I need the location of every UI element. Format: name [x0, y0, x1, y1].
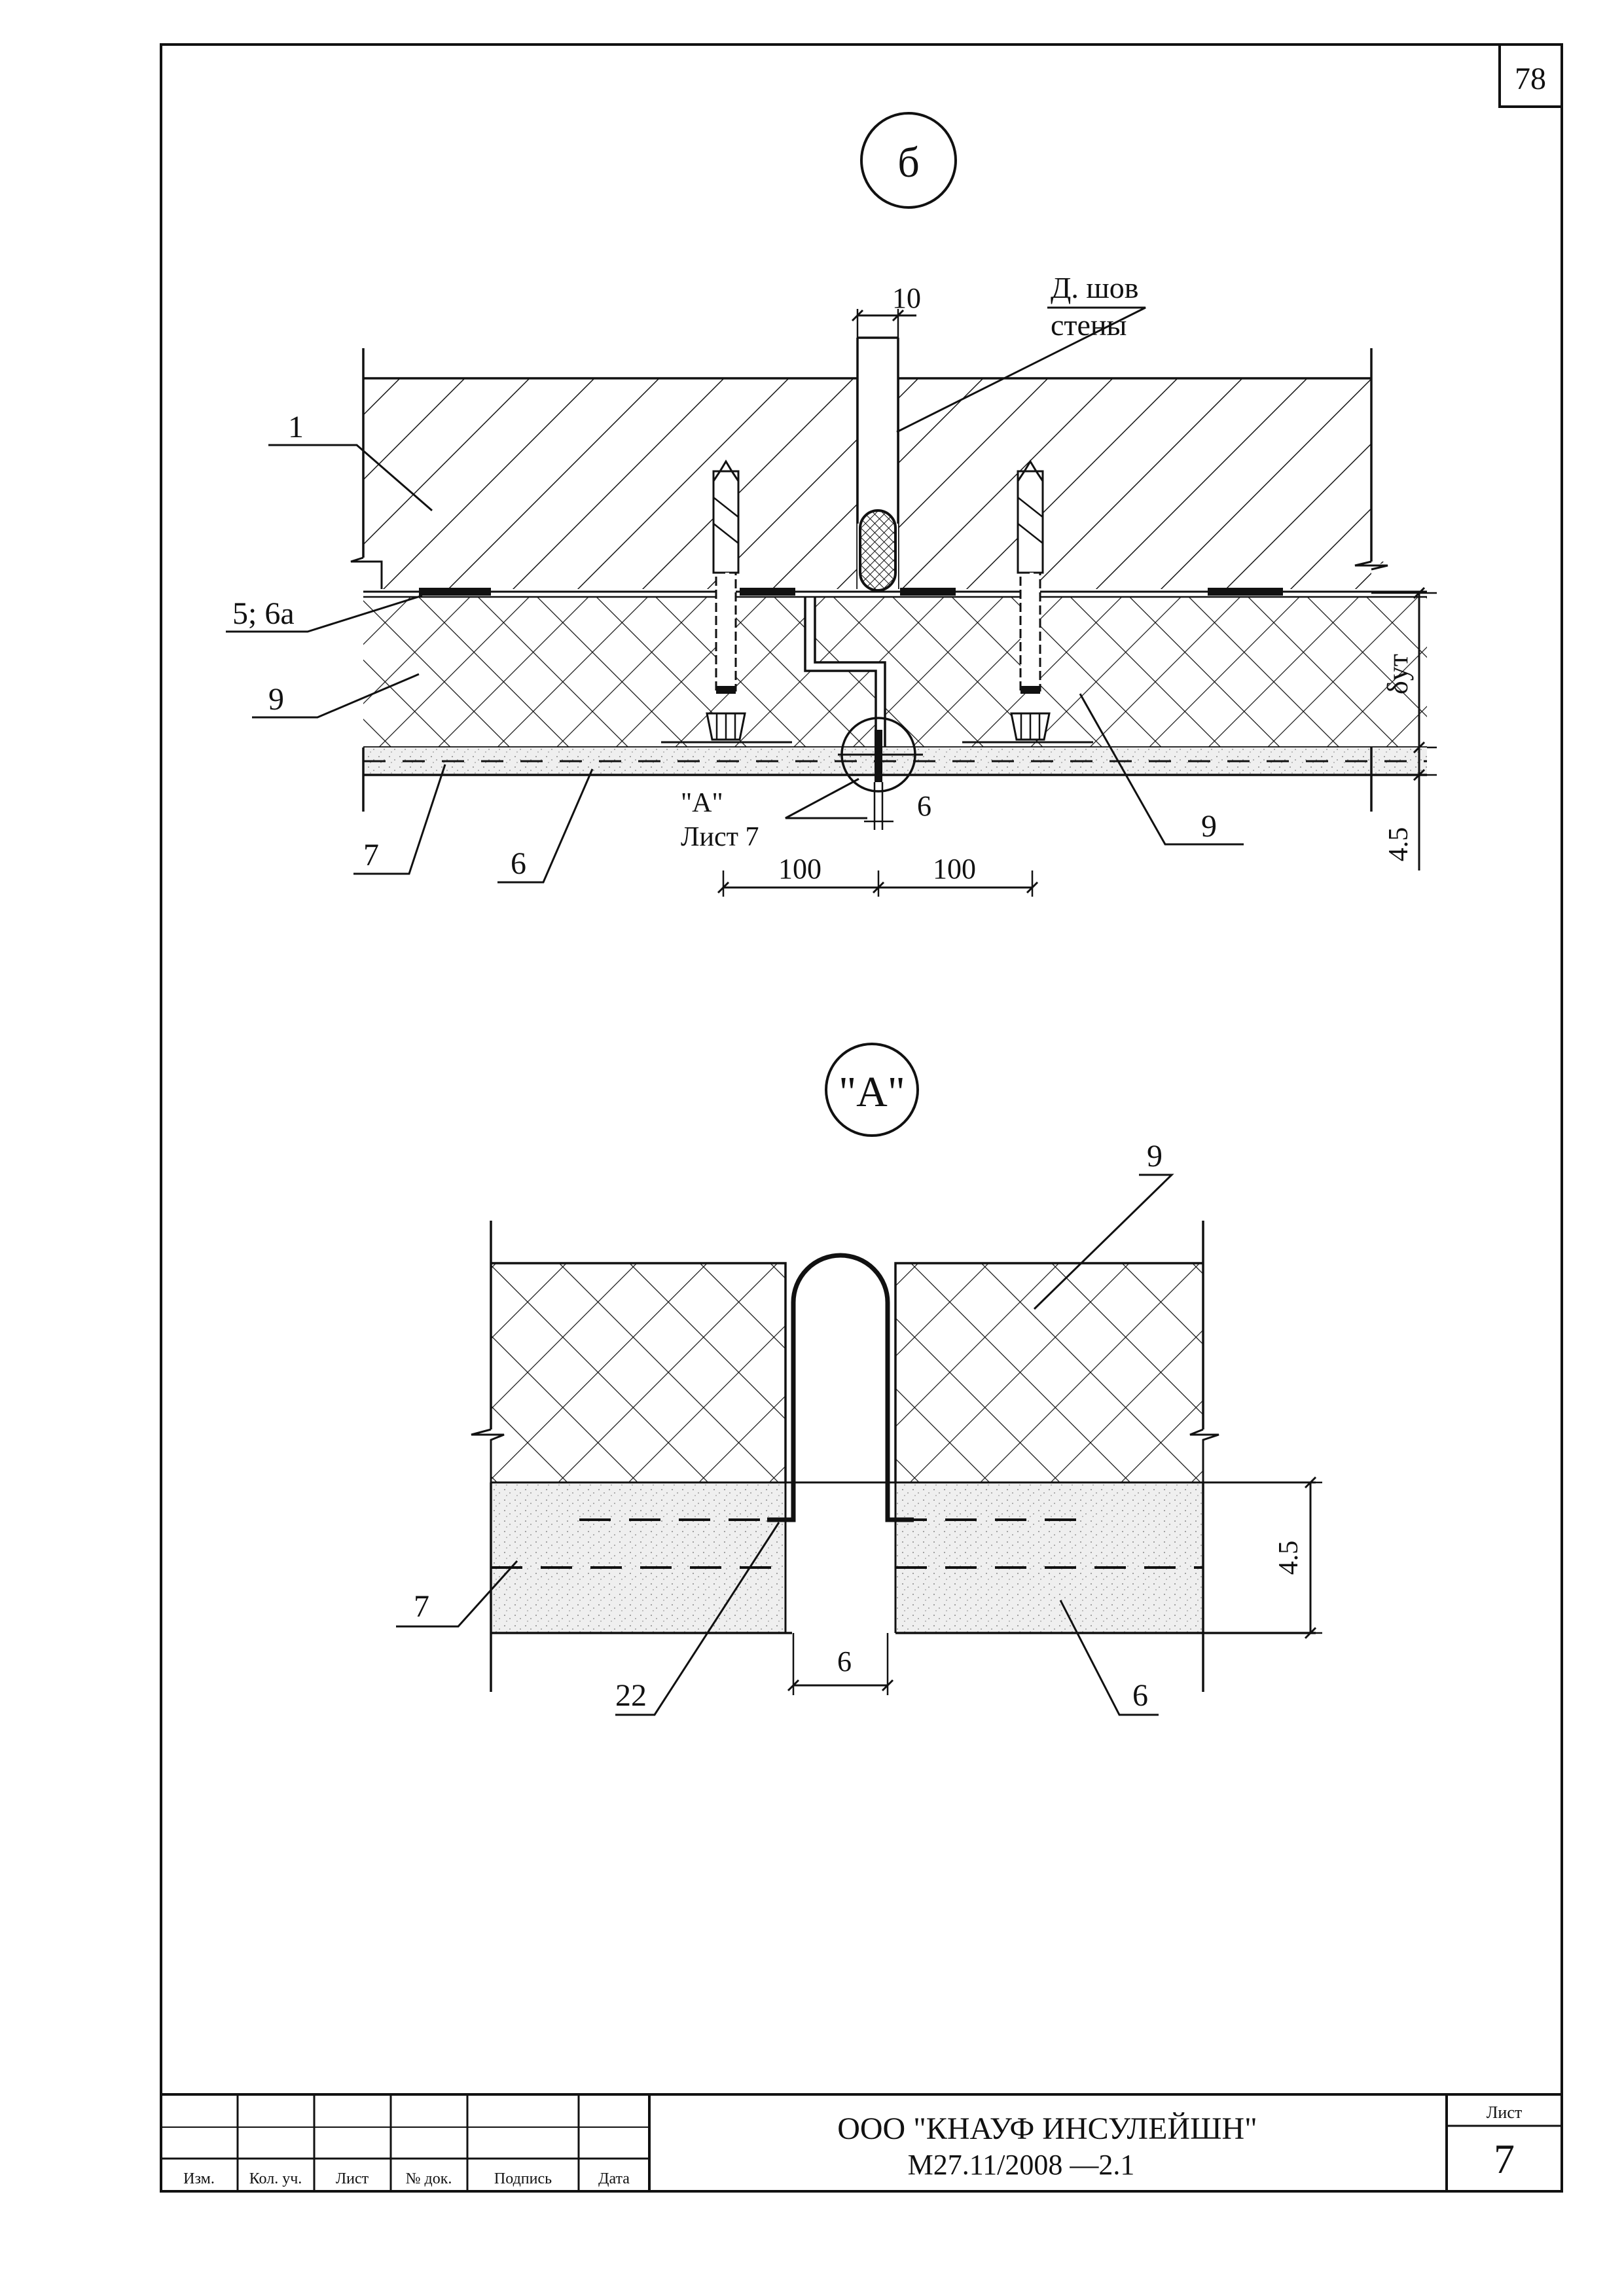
ref-sheet: Лист 7: [681, 822, 759, 852]
anchor-dowel-left: [661, 459, 792, 744]
tb-doc-code: М27.11/2008 —2.1: [908, 2149, 1135, 2181]
detail-dim-gap: 6: [837, 1645, 852, 1677]
tb-company: ООО "КНАУФ ИНСУЛЕЙШН": [837, 2111, 1257, 2146]
detail-marker-circle: [825, 1043, 919, 1137]
detail-dim-thickness: 4.5: [1274, 1541, 1304, 1575]
sealing-cord: [859, 509, 897, 592]
dim-insulation-thickness: δут: [1382, 654, 1414, 694]
wall-expansion-joint: [856, 336, 899, 592]
label-1: 1: [288, 410, 304, 444]
detail-a-callout-circle: [840, 717, 916, 793]
render-joint: [838, 717, 923, 793]
section-leaders: 1 5; 6а 9 7 6 9 Д. шов стены "А" Лист 7: [226, 271, 1244, 884]
tb-header-izm: Изм.: [183, 2170, 215, 2187]
label-6: 6: [511, 846, 526, 881]
label-9-right: 9: [1201, 809, 1217, 844]
tb-header-sign: Подпись: [494, 2170, 552, 2187]
section-marker-circle: [860, 112, 957, 209]
label-9-left: 9: [268, 682, 284, 717]
tb-sheet-label: Лист: [1487, 2103, 1522, 2122]
dim-left-span: 100: [778, 853, 821, 885]
tb-sheet-number: 7: [1494, 2136, 1515, 2182]
dim-right-span: 100: [933, 853, 976, 885]
dim-10: 10: [892, 282, 921, 314]
dim-render-thickness: 4.5: [1384, 827, 1414, 862]
detail-render: [490, 1481, 1316, 1692]
tb-header-date: Дата: [598, 2170, 630, 2187]
section-view: б: [226, 112, 1437, 897]
detail-label-7: 7: [414, 1589, 429, 1624]
detail-marker: "А": [839, 1068, 905, 1116]
title-block: Изм. Кол. уч. Лист № док. Подпись Дата О…: [160, 2093, 1563, 2193]
detail-label-9: 9: [1147, 1139, 1163, 1174]
detail-leaders: 9 7 22 6: [396, 1139, 1174, 1716]
detail-label-6: 6: [1132, 1678, 1148, 1713]
detail-insulation: [471, 1221, 1219, 1482]
anchor-dowel-right: [962, 459, 1093, 744]
tb-header-doc: № док.: [406, 2170, 452, 2187]
expansion-profile: [767, 1253, 914, 1522]
adhesive-strips: [363, 588, 1427, 598]
joint-label-line2: стены: [1051, 308, 1127, 342]
dim-joint-gap: 6: [917, 790, 931, 822]
page-number: 78: [1515, 62, 1546, 96]
detail-view: "А": [396, 1043, 1322, 1716]
render-layer: [362, 747, 1427, 812]
joint-label-line1: Д. шов: [1051, 271, 1139, 304]
section-marker: б: [897, 139, 920, 187]
tb-header-kol: Кол. уч.: [249, 2170, 302, 2187]
detail-dimensions: 6 4.5: [787, 1476, 1322, 1695]
page-number-box: [1498, 43, 1563, 108]
insulation-layer: [363, 597, 1427, 749]
ref-detail-a: "А": [681, 788, 723, 818]
detail-label-22: 22: [615, 1678, 647, 1713]
section-dimensions: 10 6 100 100 δут 4.5: [717, 282, 1437, 897]
label-5-6a: 5; 6а: [232, 596, 295, 631]
tb-header-list: Лист: [336, 2170, 369, 2187]
label-7: 7: [363, 838, 379, 872]
